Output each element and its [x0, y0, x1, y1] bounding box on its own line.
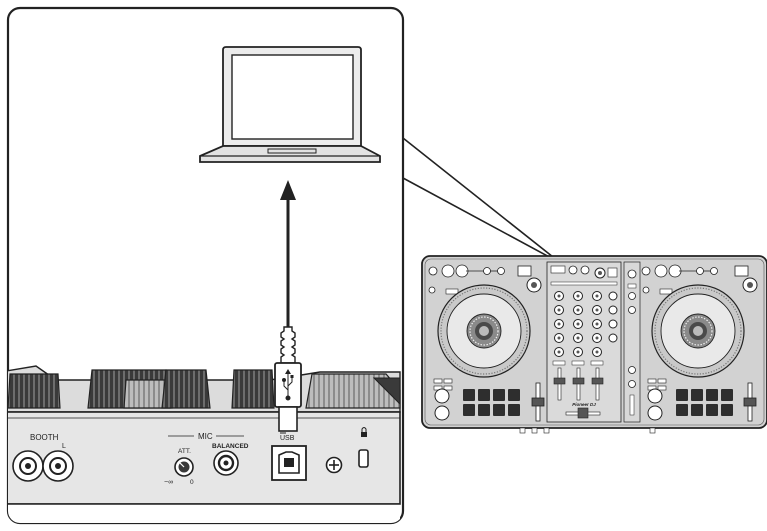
- connection-arrow: [280, 180, 296, 327]
- usb-label: USB: [280, 435, 295, 442]
- right-jog-wheel-icon: [651, 284, 745, 378]
- att-min-label: −∞: [164, 479, 173, 486]
- usb-symbol-icon: [282, 369, 294, 401]
- left-deck: [428, 264, 545, 422]
- controller-brand-label: Pioneer DJ: [572, 402, 596, 407]
- master-strip: [623, 261, 641, 423]
- balanced-label: BALANCED: [212, 443, 249, 450]
- mic-balanced-jack: [213, 450, 239, 476]
- att-max-label: 0: [190, 479, 194, 486]
- usb-b-port: [271, 445, 307, 481]
- mixer-channel-faders: [553, 367, 604, 401]
- att-label: ATT.: [178, 448, 191, 455]
- rear-panel: BOOTH L MIC ATT. −∞ 0 BALANCED USB: [8, 365, 401, 523]
- mixer-section: Pioneer DJ: [546, 261, 622, 423]
- zoom-callout-lines: [402, 137, 554, 260]
- booth-channel-label: L: [62, 443, 66, 450]
- ground-screw-icon: [325, 456, 343, 474]
- left-performance-pads: [463, 389, 520, 416]
- usb-cable: [274, 326, 302, 432]
- left-jog-wheel-icon: [437, 284, 531, 378]
- right-performance-pads: [676, 389, 733, 416]
- security-slot: [358, 449, 369, 468]
- rear-knob-row: [8, 369, 401, 409]
- mic-att-knob: [174, 457, 194, 477]
- laptop-icon: [199, 46, 381, 163]
- right-deck: [641, 264, 758, 422]
- security-lock-icon: [361, 427, 367, 437]
- booth-label: BOOTH: [30, 433, 59, 442]
- booth-output-jacks: [12, 450, 74, 482]
- dj-controller: Pioneer DJ: [421, 255, 767, 434]
- crossfader-knob: [577, 407, 589, 419]
- mic-label: MIC: [198, 432, 213, 441]
